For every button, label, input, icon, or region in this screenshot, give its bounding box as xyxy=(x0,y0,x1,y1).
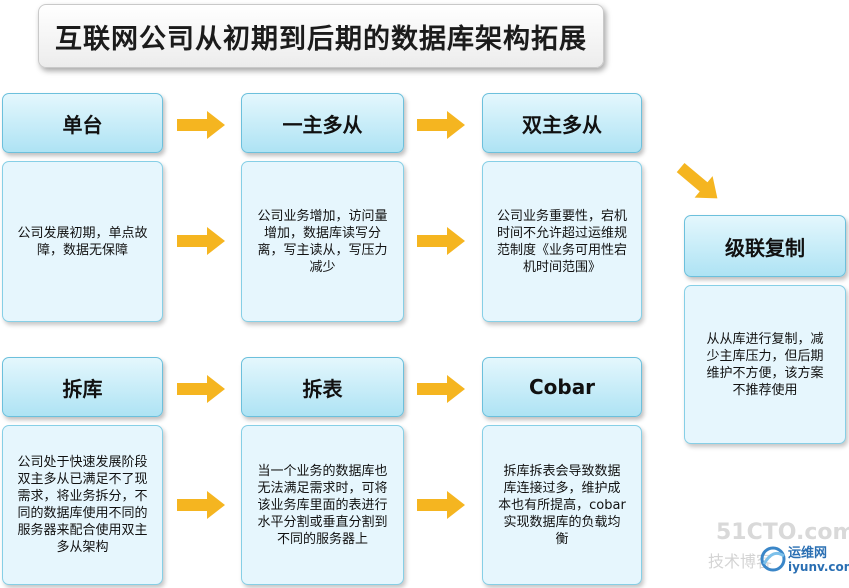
watermark-brand: 运维网 xyxy=(788,546,828,561)
stage-header-master-slaves: 一主多从 xyxy=(241,93,404,153)
body-line: 同的数据库使用不同的 xyxy=(17,506,148,521)
watermark: 51CTO.com 技术博客 运维网 iyunv.com xyxy=(706,520,849,584)
right-arrow-icon xyxy=(417,227,465,255)
body-line: 水平分割或垂直分割到 xyxy=(257,514,388,530)
stage-body-single: 公司发展初期，单点故障，数据无保障 xyxy=(2,161,163,322)
stage-header-cascade: 级联复制 xyxy=(684,215,846,277)
right-arrow-icon xyxy=(177,111,225,139)
body-line: 增加，数据库读写分 xyxy=(263,225,381,241)
stage-body-split-table: 当一个业务的数据库也无法满足需求时，可将该业务库里面的表进行水平分割或垂直分割到… xyxy=(241,425,404,585)
body-line: 本也有所提高，cobar xyxy=(498,497,626,513)
body-line: 无法满足需求时，可将 xyxy=(257,480,388,496)
right-arrow-icon xyxy=(177,227,225,255)
right-arrow-icon xyxy=(417,375,465,403)
stage-body-cascade: 从从库进行复制，减少主库压力，但后期维护不方便，该方案不推荐使用 xyxy=(684,285,846,444)
body-line: 公司业务重要性，宕机 xyxy=(496,208,627,224)
body-line: 范制度《业务可用性宕 xyxy=(496,242,627,258)
body-line: 该业务库里面的表进行 xyxy=(257,497,388,513)
watermark-url: iyunv.com xyxy=(788,560,849,574)
body-line: 当一个业务的数据库也 xyxy=(257,463,388,479)
body-line: 公司业务增加，访问量 xyxy=(257,208,388,224)
stage-header-dual-master: 双主多从 xyxy=(482,93,642,153)
body-line: 多从架构 xyxy=(56,540,109,555)
swirl-logo-icon xyxy=(760,546,786,572)
body-line: 库连接过多，维护成 xyxy=(503,480,621,496)
right-arrow-icon xyxy=(177,491,225,519)
body-line: 实现数据库的负载均 xyxy=(503,514,621,530)
body-line: 衡 xyxy=(555,531,569,547)
body-line: 拆库拆表会导致数据 xyxy=(503,463,621,479)
stage-body-master-slaves: 公司业务增加，访问量增加，数据库读写分离，写主读从，写压力减少 xyxy=(241,161,404,322)
stage-header-split-table: 拆表 xyxy=(241,357,404,417)
body-line: 少主库压力，但后期 xyxy=(706,348,824,364)
body-line: 时间不允许超过运维规 xyxy=(496,225,627,241)
body-line: 离，写主读从，写压力 xyxy=(257,242,388,258)
body-line: 减少 xyxy=(309,259,336,275)
body-line: 机时间范围》 xyxy=(522,259,601,275)
body-line: 不推荐使用 xyxy=(732,382,798,398)
stage-body-split-db: 公司处于快速发展阶段双主多从已满足不了现需求，将业务拆分，不同的数据库使用不同的… xyxy=(2,425,163,585)
right-arrow-icon xyxy=(177,375,225,403)
stage-header-single: 单台 xyxy=(2,93,163,153)
page-title: 互联网公司从初期到后期的数据库架构拓展 xyxy=(38,4,604,68)
diagonal-arrow-icon xyxy=(676,162,718,199)
stage-body-dual-master: 公司业务重要性，宕机时间不允许超过运维规范制度《业务可用性宕机时间范围》 xyxy=(482,161,642,322)
body-line: 从从库进行复制，减 xyxy=(706,331,824,347)
body-line: 维护不方便，该方案 xyxy=(706,365,824,381)
body-line: 障，数据无保障 xyxy=(36,242,128,258)
stage-header-cobar: Cobar xyxy=(482,357,642,417)
body-line: 公司发展初期，单点故 xyxy=(17,225,148,241)
body-line: 公司处于快速发展阶段 xyxy=(17,455,148,470)
body-line: 双主多从已满足不了现 xyxy=(17,472,148,487)
watermark-site: 51CTO.com xyxy=(716,520,849,545)
right-arrow-icon xyxy=(417,491,465,519)
body-line: 不同的服务器上 xyxy=(276,531,368,547)
right-arrow-icon xyxy=(417,111,465,139)
watermark-blog: 技术博客 xyxy=(708,552,773,571)
body-line: 需求，将业务拆分，不 xyxy=(17,489,148,504)
body-line: 服务器来配合使用双主 xyxy=(17,523,148,538)
stage-header-split-db: 拆库 xyxy=(2,357,163,417)
